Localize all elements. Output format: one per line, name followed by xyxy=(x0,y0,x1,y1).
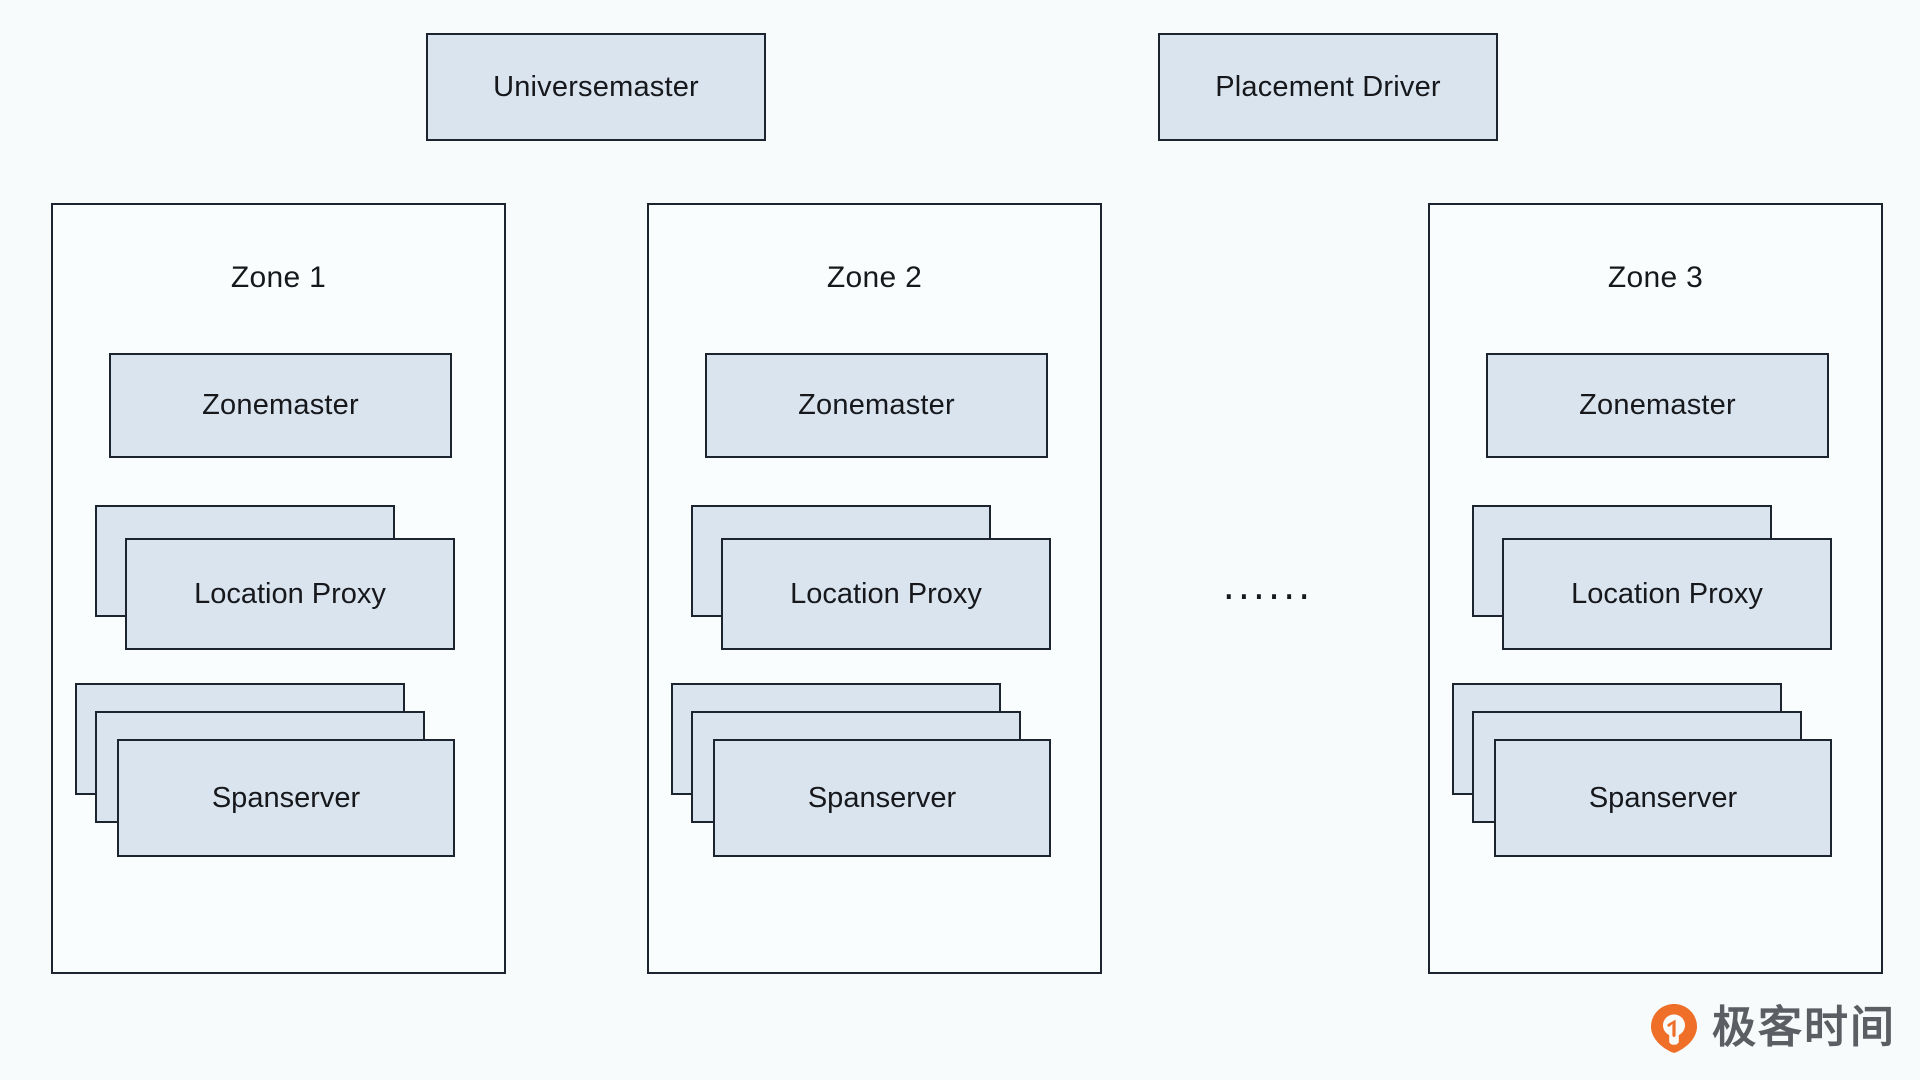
universemaster-label: Universemaster xyxy=(493,70,699,103)
universemaster-node: Universemaster xyxy=(426,33,766,141)
zonemaster-label-zone-1: Zonemaster xyxy=(202,389,359,421)
zone-title-2: Zone 2 xyxy=(826,261,923,294)
spanserver-stack-zone-3: Spanserver xyxy=(1452,683,1832,858)
location-proxy-stack-zone-3: Location Proxy xyxy=(1472,505,1832,650)
spanserver-node-zone-2: Spanserver xyxy=(713,739,1051,857)
zone-title-1: Zone 1 xyxy=(230,261,327,294)
spanserver-label-zone-3: Spanserver xyxy=(1588,781,1738,814)
spanserver-label-zone-1: Spanserver xyxy=(211,781,361,814)
zone-panel-3: Zone 3 Zonemaster Location Proxy Spanser… xyxy=(1428,203,1883,974)
spanserver-node-zone-1: Spanserver xyxy=(117,739,455,857)
geektime-pin-icon xyxy=(1651,1004,1697,1053)
zonemaster-node-zone-2: Zonemaster xyxy=(705,353,1048,458)
location-proxy-label-zone-1: Location Proxy xyxy=(194,577,386,610)
spanserver-label-zone-2: Spanserver xyxy=(807,781,957,814)
zone-panel-1: Zone 1 Zonemaster Location Proxy Spanser… xyxy=(51,203,506,974)
zone-ellipsis: ······ xyxy=(1222,575,1314,619)
placement-driver-label: Placement Driver xyxy=(1215,70,1441,103)
zonemaster-label-zone-2: Zonemaster xyxy=(798,389,955,421)
zone-title-3: Zone 3 xyxy=(1607,261,1704,294)
location-proxy-node-zone-2: Location Proxy xyxy=(721,538,1051,650)
zone-panel-2: Zone 2 Zonemaster Location Proxy Spanser… xyxy=(647,203,1102,974)
location-proxy-stack-zone-1: Location Proxy xyxy=(95,505,455,650)
placement-driver-node: Placement Driver xyxy=(1158,33,1498,141)
brand-name-label: 极客时间 xyxy=(1712,1002,1896,1053)
location-proxy-stack-zone-2: Location Proxy xyxy=(691,505,1051,650)
location-proxy-node-zone-1: Location Proxy xyxy=(125,538,455,650)
zonemaster-node-zone-3: Zonemaster xyxy=(1486,353,1829,458)
spanserver-stack-zone-1: Spanserver xyxy=(75,683,455,858)
location-proxy-node-zone-3: Location Proxy xyxy=(1502,538,1832,650)
zonemaster-label-zone-3: Zonemaster xyxy=(1579,389,1736,421)
spanserver-node-zone-3: Spanserver xyxy=(1494,739,1832,857)
spanserver-stack-zone-2: Spanserver xyxy=(671,683,1051,858)
zonemaster-node-zone-1: Zonemaster xyxy=(109,353,452,458)
brand-watermark: 极客时间 xyxy=(1648,1002,1896,1054)
location-proxy-label-zone-3: Location Proxy xyxy=(1571,577,1763,610)
location-proxy-label-zone-2: Location Proxy xyxy=(790,577,982,610)
